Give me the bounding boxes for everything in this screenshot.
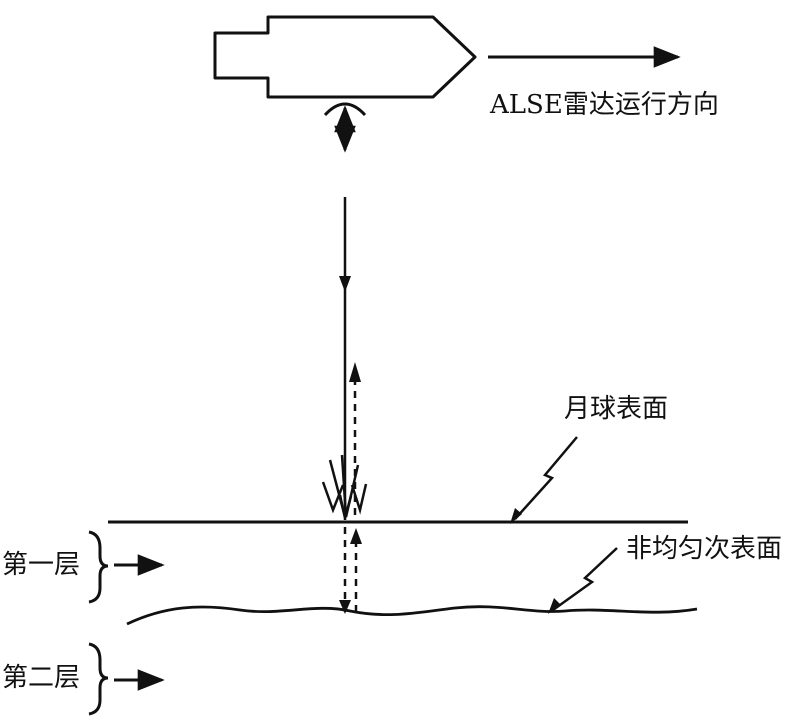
layer-one-label: 第一层: [2, 550, 81, 580]
subsurface-label: 非均匀次表面: [626, 534, 783, 564]
subsurface-leader: [552, 547, 618, 612]
surface-scatter-arrows: [321, 454, 368, 519]
penetrating-wave-down-arrowhead: [339, 600, 351, 614]
incident-wave-arrowhead: [339, 276, 351, 292]
layer-two-brace: [88, 642, 109, 716]
reflected-wave-arrowhead: [349, 362, 361, 382]
layer-two-label: 第二层: [2, 663, 81, 693]
lunar-surface-leader: [514, 436, 578, 520]
penetrating-wave-up-arrowhead: [350, 528, 362, 544]
radar-direction-label: ALSE雷达运行方向: [490, 90, 719, 120]
layer-one-brace: [88, 530, 109, 604]
radar-spacecraft-icon: [213, 15, 477, 99]
lunar-surface-leader-arrowhead: [510, 508, 522, 524]
antenna-icon: [323, 102, 367, 117]
lunar-surface-label: 月球表面: [564, 394, 669, 424]
subsurface-leader-arrowhead: [548, 598, 561, 614]
subsurface-wavy-line: [126, 605, 698, 626]
